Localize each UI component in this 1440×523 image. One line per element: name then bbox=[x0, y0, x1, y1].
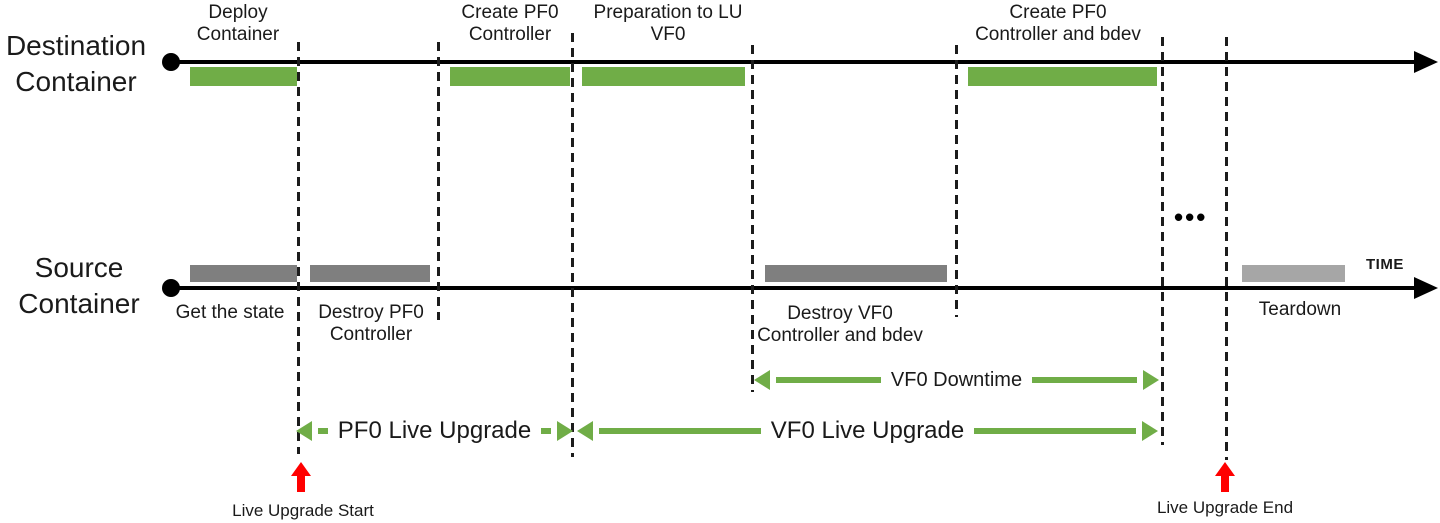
bar-create-pf0-controller-bdev bbox=[968, 67, 1157, 86]
source-container-row-label: Source Container bbox=[18, 252, 140, 319]
phase-boundary-line-3 bbox=[571, 33, 574, 457]
phase-boundary-line-6 bbox=[1161, 37, 1164, 445]
arrow-shaft bbox=[974, 428, 1137, 434]
source-timeline-arrowhead-icon bbox=[1414, 277, 1438, 299]
get-the-state-label: Get the state bbox=[175, 302, 285, 323]
destination-timeline-start-dot-icon bbox=[162, 53, 180, 71]
vf0-downtime-span: VF0 Downtime bbox=[754, 366, 1159, 394]
preparation-to-lu-vf0-label: Preparation to LU VF0 bbox=[593, 2, 743, 45]
bar-preparation-to-lu-vf0 bbox=[582, 67, 745, 86]
arrow-shaft bbox=[776, 377, 881, 383]
arrow-right-icon bbox=[1142, 421, 1159, 441]
bar-destroy-pf0-controller bbox=[310, 265, 430, 282]
destroy-vf0-controller-bdev-label: Destroy VF0 Controller and bdev bbox=[757, 303, 923, 346]
bar-get-the-state bbox=[190, 265, 297, 282]
arrow-left-icon bbox=[296, 421, 312, 441]
red-arrow-stem bbox=[297, 476, 305, 492]
deploy-container-label: Deploy Container bbox=[196, 2, 280, 45]
vf0-live-upgrade-label: VF0 Live Upgrade bbox=[770, 417, 965, 444]
phase-boundary-line-4 bbox=[751, 45, 754, 392]
source-timeline-axis bbox=[170, 286, 1418, 290]
pf0-live-upgrade-label: PF0 Live Upgrade bbox=[337, 417, 532, 444]
pf0-live-upgrade-span: PF0 Live Upgrade bbox=[296, 417, 574, 445]
destination-container-row-label: Destination Container bbox=[5, 30, 147, 97]
arrow-right-icon bbox=[1143, 370, 1159, 390]
vf0-live-upgrade-span: VF0 Live Upgrade bbox=[577, 417, 1159, 445]
arrow-shaft bbox=[541, 428, 552, 434]
red-arrow-stem bbox=[1221, 476, 1229, 492]
bar-destroy-vf0-controller-bdev bbox=[765, 265, 947, 282]
phase-boundary-line-5 bbox=[955, 45, 958, 317]
arrow-left-icon bbox=[577, 421, 593, 441]
bar-deploy-container bbox=[190, 67, 297, 86]
phase-boundary-line-7 bbox=[1225, 37, 1228, 460]
live-upgrade-start-label: Live Upgrade Start bbox=[232, 501, 374, 520]
live-upgrade-start-arrow-icon bbox=[291, 462, 311, 492]
destination-timeline-arrowhead-icon bbox=[1414, 51, 1438, 73]
arrow-shaft bbox=[1032, 377, 1137, 383]
arrow-right-icon bbox=[557, 421, 574, 441]
phase-boundary-line-2 bbox=[437, 42, 440, 320]
phase-boundary-line-1 bbox=[297, 42, 300, 454]
create-pf0-controller-label: Create PF0 Controller bbox=[461, 2, 559, 45]
arrow-shaft bbox=[318, 428, 328, 434]
red-arrowhead-icon bbox=[291, 462, 311, 476]
destroy-pf0-controller-label: Destroy PF0 Controller bbox=[318, 302, 424, 345]
arrow-shaft bbox=[599, 428, 761, 434]
arrow-left-icon bbox=[754, 370, 770, 390]
red-arrowhead-icon bbox=[1215, 462, 1235, 476]
bar-create-pf0-controller bbox=[450, 67, 570, 86]
live-upgrade-end-label: Live Upgrade End bbox=[1156, 498, 1294, 517]
destination-timeline-axis bbox=[170, 60, 1418, 64]
vf0-downtime-label: VF0 Downtime bbox=[890, 368, 1023, 391]
create-pf0-controller-bdev-label: Create PF0 Controller and bdev bbox=[975, 2, 1141, 45]
ellipsis-icon: ••• bbox=[1174, 202, 1208, 232]
time-axis-label: TIME bbox=[1366, 256, 1404, 273]
live-upgrade-end-arrow-icon bbox=[1215, 462, 1235, 492]
teardown-label: Teardown bbox=[1258, 299, 1342, 320]
source-timeline-start-dot-icon bbox=[162, 279, 180, 297]
bar-teardown bbox=[1242, 265, 1345, 282]
